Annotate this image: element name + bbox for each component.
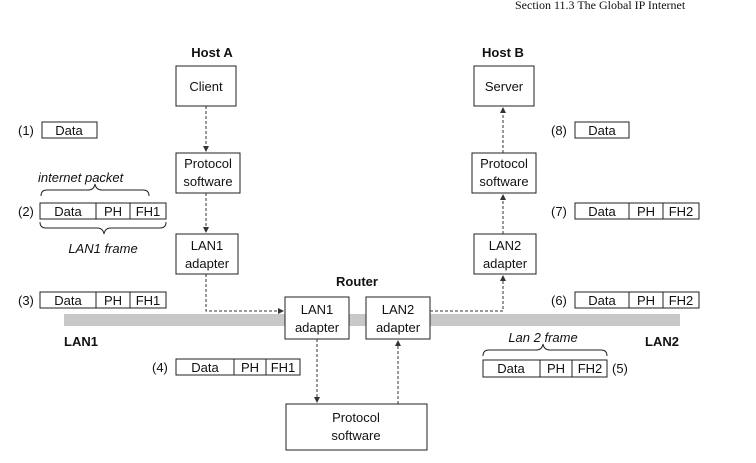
step-7-data: Data — [588, 204, 616, 219]
host-a-protocol-line1: Protocol — [184, 156, 232, 171]
host-b-protocol-software-box: Protocol software — [471, 152, 537, 194]
step-3-label: (3) — [18, 293, 34, 308]
router-protocol-line1: Protocol — [332, 410, 380, 425]
step-5-ph: PH — [547, 361, 565, 376]
router-lan2-line1: LAN2 — [382, 302, 415, 317]
router-protocol-software-box: Protocol software — [285, 403, 428, 451]
step-1-label: (1) — [18, 123, 34, 138]
internet-packet-label: internet packet — [38, 170, 125, 185]
host-a-protocol-software-box: Protocol software — [175, 152, 241, 194]
router-title: Router — [336, 274, 378, 289]
step-6-data: Data — [588, 293, 616, 308]
server-box: Server — [473, 65, 535, 107]
lan1-frame-brace — [39, 221, 167, 235]
host-a-protocol-line2: software — [183, 174, 232, 189]
host-a-lan1-adapter-box: LAN1 adapter — [175, 233, 239, 275]
host-b-lan2-adapter-box: LAN2 adapter — [473, 233, 537, 275]
step-4-data: Data — [191, 360, 219, 375]
router-protocol-line2: software — [331, 428, 380, 443]
step-8-packet: (8) Data — [551, 121, 630, 139]
step-2-fh: FH1 — [136, 204, 161, 219]
step-5-label: (5) — [612, 361, 628, 376]
step-2-data: Data — [54, 204, 82, 219]
step-4-ph: PH — [241, 360, 259, 375]
step-7-packet: (7) Data PH FH2 — [551, 202, 700, 220]
host-b-title: Host B — [482, 45, 524, 60]
step-2-packet: (2) Data PH FH1 — [18, 202, 167, 220]
router-lan1-line1: LAN1 — [301, 302, 334, 317]
step-3-packet: (3) Data PH FH1 — [18, 291, 167, 309]
arrow-router-to-lan2-adapter — [430, 275, 506, 312]
step-5-data: Data — [497, 361, 525, 376]
lan2-label: LAN2 — [645, 334, 679, 349]
host-a-lan1-line1: LAN1 — [191, 238, 224, 253]
host-b-lan2-line1: LAN2 — [489, 238, 522, 253]
lan2-frame-brace — [482, 343, 608, 357]
step-3-ph: PH — [104, 293, 122, 308]
lan1-label: LAN1 — [64, 334, 98, 349]
client-label: Client — [189, 79, 223, 94]
step-8-data: Data — [588, 123, 616, 138]
step-3-fh: FH1 — [136, 293, 161, 308]
step-7-ph: PH — [637, 204, 655, 219]
host-a-title: Host A — [191, 45, 233, 60]
step-4-fh: FH1 — [271, 360, 296, 375]
step-4-packet: (4) Data PH FH1 — [152, 358, 301, 376]
step-7-label: (7) — [551, 204, 567, 219]
step-4-label: (4) — [152, 360, 168, 375]
step-2-label: (2) — [18, 204, 34, 219]
arrow-lan1-to-router — [205, 274, 284, 314]
router-lan1-line2: adapter — [295, 320, 340, 335]
server-label: Server — [485, 79, 524, 94]
step-6-ph: PH — [637, 293, 655, 308]
router-lan2-line2: adapter — [376, 320, 421, 335]
host-b-protocol-line1: Protocol — [480, 156, 528, 171]
client-box: Client — [175, 65, 237, 107]
lan2-frame-label: Lan 2 frame — [508, 330, 577, 345]
step-1-data: Data — [55, 123, 83, 138]
host-b-lan2-line2: adapter — [483, 256, 528, 271]
step-8-label: (8) — [551, 123, 567, 138]
step-5-fh: FH2 — [578, 361, 603, 376]
step-1-packet: (1) Data — [18, 121, 98, 139]
router-lan1-adapter-box: LAN1 adapter — [284, 296, 350, 340]
step-5-packet: Data PH FH2 (5) — [482, 359, 628, 378]
step-6-label: (6) — [551, 293, 567, 308]
step-6-packet: (6) Data PH FH2 — [551, 291, 700, 309]
step-6-fh: FH2 — [669, 293, 694, 308]
internet-packet-brace — [40, 183, 150, 197]
step-7-fh: FH2 — [669, 204, 694, 219]
router-lan2-adapter-box: LAN2 adapter — [365, 296, 431, 340]
page-header: Section 11.3 The Global IP Internet — [515, 0, 686, 12]
step-3-data: Data — [54, 293, 82, 308]
host-a-lan1-line2: adapter — [185, 256, 230, 271]
lan1-frame-label: LAN1 frame — [68, 241, 137, 256]
step-2-ph: PH — [104, 204, 122, 219]
host-b-protocol-line2: software — [479, 174, 528, 189]
